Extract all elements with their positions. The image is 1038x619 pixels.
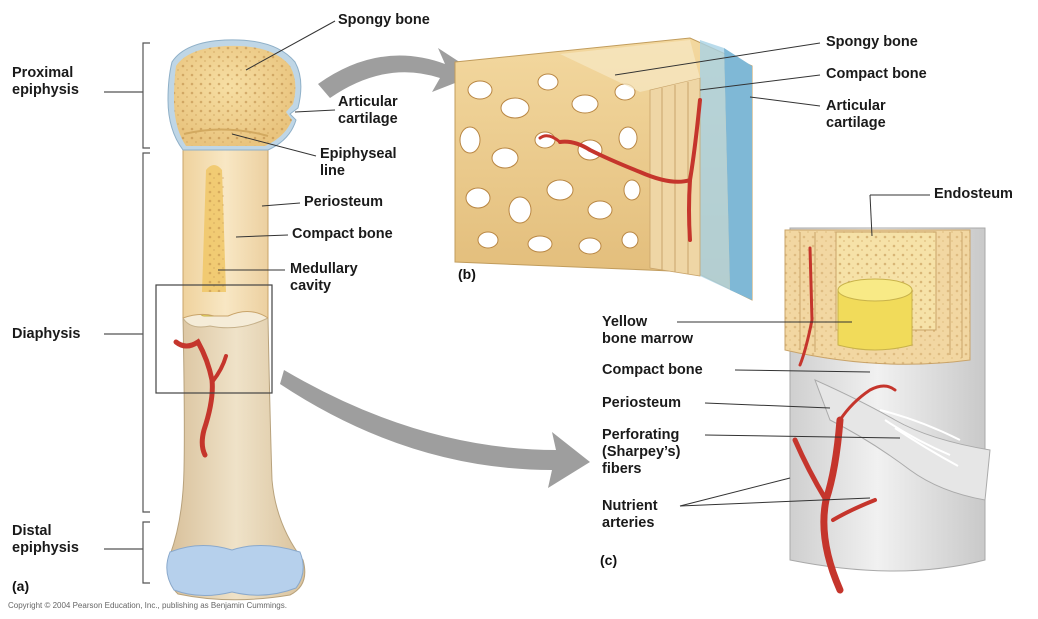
label-a-compact-bone: Compact bone [292,226,393,243]
label-a-articular-line1: Articular [338,94,398,111]
label-c-yellow-bone-marrow: Yellow bone marrow [602,314,693,348]
label-a-articular-cartilage: Articular cartilage [338,94,398,128]
diaphysis-bracket [143,153,150,512]
label-c-nutrient-line1: Nutrient [602,498,658,515]
label-c-compact-bone: Compact bone [602,362,703,379]
label-a-epiphyseal-line1: Epiphyseal [320,146,397,163]
label-b-articular-line2: cartilage [826,115,886,132]
label-c-perforating-line1: Perforating [602,427,680,444]
label-proximal-line1: Proximal [12,65,79,82]
label-a-epiphyseal-line: Epiphyseal line [320,146,397,180]
label-c-endosteum: Endosteum [934,186,1013,203]
label-a-medullary-line2: cavity [290,278,358,295]
label-proximal-line2: epiphysis [12,82,79,99]
bone-upper-shaft [183,150,268,318]
long-bone-figure [104,21,335,600]
label-distal-line1: Distal [12,523,79,540]
label-proximal-epiphysis: Proximal epiphysis [12,65,79,99]
panel-label-c: (c) [600,552,617,568]
panel-label-a: (a) [12,578,29,594]
label-c-nutrient-line2: arteries [602,515,658,532]
label-b-articular-line1: Articular [826,98,886,115]
label-c-yellow-line2: bone marrow [602,331,693,348]
label-a-spongy-bone: Spongy bone [338,12,430,29]
label-c-periosteum: Periosteum [602,395,681,412]
label-a-medullary-line1: Medullary [290,261,358,278]
label-b-compact-bone: Compact bone [826,66,927,83]
label-a-articular-line2: cartilage [338,111,398,128]
panel-label-b: (b) [458,266,476,282]
proximal-epiphysis-bracket [143,43,150,148]
label-c-perforating-fibers: Perforating (Sharpey’s) fibers [602,427,680,478]
arrow-to-c [280,370,590,488]
label-b-spongy-bone: Spongy bone [826,34,918,51]
label-diaphysis: Diaphysis [12,326,81,343]
spongy-compact-block [455,38,820,300]
label-c-nutrient-arteries: Nutrient arteries [602,498,658,532]
distal-articular-cartilage [167,545,303,595]
distal-epiphysis-bracket [143,522,150,583]
label-distal-epiphysis: Distal epiphysis [12,523,79,557]
arrow-to-b [318,48,478,98]
label-c-yellow-line1: Yellow [602,314,693,331]
label-a-epiphyseal-line2: line [320,163,397,180]
label-distal-line2: epiphysis [12,540,79,557]
label-a-medullary-cavity: Medullary cavity [290,261,358,295]
label-b-articular-cartilage: Articular cartilage [826,98,886,132]
label-c-perforating-line2: (Sharpey’s) [602,444,680,461]
label-a-periosteum: Periosteum [304,194,383,211]
label-c-perforating-line3: fibers [602,461,680,478]
copyright-notice: Copyright © 2004 Pearson Education, Inc.… [8,601,287,610]
